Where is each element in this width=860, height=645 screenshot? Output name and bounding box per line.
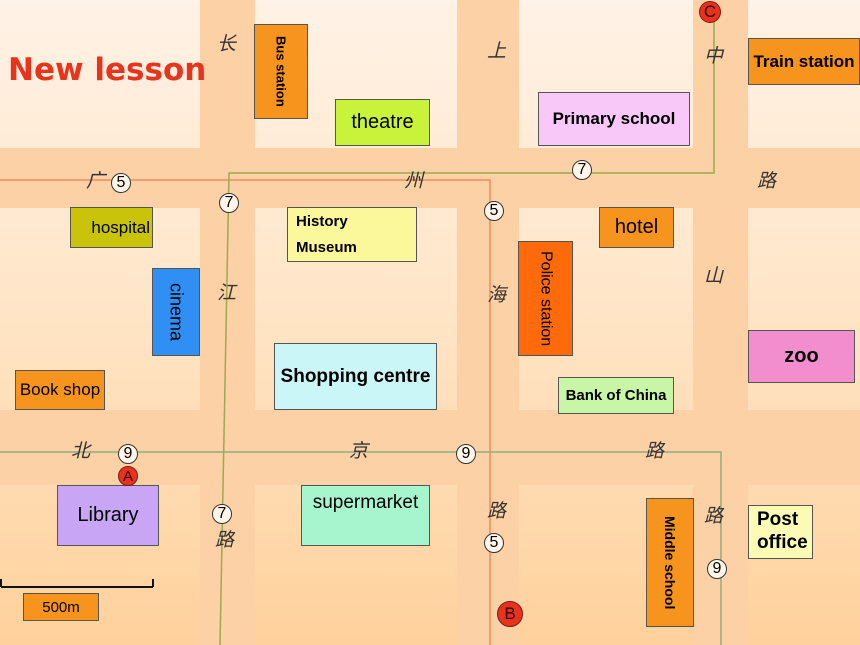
book-shop: Book shop <box>15 370 105 410</box>
bus-stop-5: 5 <box>484 533 504 553</box>
history-museum-line1: History <box>296 212 348 230</box>
history-museum: History Museum <box>287 207 417 262</box>
cinema: cinema <box>152 268 200 356</box>
bus-stop-9: 9 <box>118 444 138 464</box>
road-label-lu-changjiang: 路 <box>215 529 235 551</box>
hotel: hotel <box>599 207 674 248</box>
road-guangzhou <box>0 148 860 208</box>
primary-school: Primary school <box>538 92 690 146</box>
road-label-jing: 京 <box>349 440 369 462</box>
scale-bar <box>0 579 154 588</box>
supermarket: supermarket <box>301 485 430 546</box>
road-label-shang: 上 <box>487 40 507 62</box>
route-7-line <box>219 20 715 645</box>
post-office-line2: office <box>757 532 808 553</box>
road-label-lu-shanghai: 路 <box>487 500 507 522</box>
train-station: Train station <box>748 38 860 85</box>
zoo: zoo <box>748 330 855 383</box>
road-label-hai: 海 <box>487 284 507 306</box>
middle-school: Middle school <box>646 498 694 627</box>
lesson-title: New lesson <box>8 52 207 88</box>
bus-stop-9: 9 <box>456 444 476 464</box>
bank-of-china: Bank of China <box>558 377 674 414</box>
post-office: Post office <box>748 505 813 559</box>
road-label-lu-beijing: 路 <box>645 440 665 462</box>
road-label-shan: 山 <box>704 265 724 287</box>
shopping-centre: Shopping centre <box>274 343 437 410</box>
road-label-lu-guangzhou: 路 <box>757 170 777 192</box>
road-label-lu-zhongshan: 路 <box>704 505 724 527</box>
hospital: hospital <box>70 207 153 248</box>
bus-stop-5: 5 <box>484 201 504 221</box>
road-label-guang: 广 <box>86 170 106 192</box>
bus-stop-7: 7 <box>212 504 232 524</box>
bus-stop-7: 7 <box>572 160 592 180</box>
bus-stop-7: 7 <box>219 193 239 213</box>
road-changjiang <box>200 0 255 645</box>
point-a: A <box>118 466 138 486</box>
point-c: C <box>699 1 721 23</box>
route-5-line <box>0 179 491 645</box>
road-label-chang: 长 <box>217 33 237 55</box>
post-office-line1: Post <box>757 509 799 531</box>
bus-stop-9: 9 <box>707 559 727 579</box>
bus-stop-5: 5 <box>111 173 131 193</box>
scale-label: 500m <box>23 593 99 621</box>
road-label-zhong: 中 <box>704 45 724 67</box>
history-museum-line2: Museum <box>296 239 357 257</box>
police-station: Police station <box>518 241 573 356</box>
road-label-zhou: 州 <box>404 170 424 192</box>
theatre: theatre <box>335 99 430 146</box>
road-beijing <box>0 410 860 485</box>
point-b: B <box>497 601 523 627</box>
route-9-line <box>0 451 722 645</box>
library: Library <box>57 485 159 546</box>
road-label-jiang: 江 <box>217 282 237 304</box>
bus-station: Bus station <box>254 24 308 119</box>
road-label-bei: 北 <box>71 440 91 462</box>
